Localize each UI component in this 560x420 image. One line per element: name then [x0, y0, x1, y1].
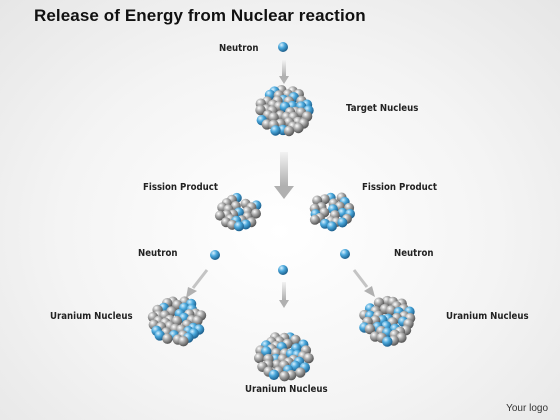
uranium-nucleus-bottom: [254, 332, 314, 382]
neutron-particle-center: [278, 265, 288, 275]
neutron-ball: [295, 367, 306, 378]
neutron-particle-top: [278, 42, 288, 52]
neutron-ball: [255, 104, 266, 116]
neutron-ball: [309, 214, 320, 225]
neutron-ball: [268, 112, 279, 123]
arrow-neutron-left-to-uranium: [186, 269, 209, 298]
neutron-ball: [319, 194, 330, 205]
neutron-ball: [290, 334, 301, 346]
diagram-title: Release of Energy from Nuclear reaction: [34, 6, 366, 25]
neutron-ball: [214, 210, 225, 221]
neutron-ball: [178, 336, 189, 347]
arrow-neutron-right-to-uranium: [352, 269, 375, 297]
proton-ball: [337, 217, 348, 228]
proton-ball: [382, 336, 393, 347]
arrow-neutron-center-to-uranium: [279, 282, 289, 308]
neutron-particle-left: [210, 250, 220, 260]
label-uranium-nucleus-bottom: Uranium Nucleus: [245, 384, 328, 395]
proton-ball: [326, 221, 337, 232]
label-uranium-nucleus-right: Uranium Nucleus: [446, 311, 529, 322]
proton-ball: [234, 221, 244, 232]
neutron-ball: [254, 352, 265, 364]
neutron-ball: [283, 125, 295, 137]
arrow-neutron-to-target: [279, 60, 289, 84]
proton-ball: [268, 369, 280, 380]
neutron-ball: [293, 122, 304, 134]
neutron-ball: [303, 353, 314, 364]
fission-product-right: [309, 192, 355, 232]
label-target-nucleus: Target Nucleus: [346, 103, 419, 114]
proton-ball: [270, 125, 281, 136]
fission-product-left: [214, 192, 262, 232]
neutron-ball: [162, 333, 173, 344]
neutron-particle-right: [340, 249, 350, 259]
label-neutron-right: Neutron: [394, 248, 434, 259]
neutron-ball: [364, 323, 376, 335]
uranium-nucleus-left: [147, 296, 207, 347]
label-neutron-left: Neutron: [138, 248, 178, 259]
target-nucleus: [255, 85, 314, 137]
neutron-ball: [251, 208, 261, 219]
neutron-ball: [279, 371, 290, 382]
label-neutron-top: Neutron: [219, 43, 259, 54]
logo-text: Your logo: [506, 403, 548, 414]
uranium-nucleus-right: [359, 295, 416, 347]
label-uranium-nucleus-left: Uranium Nucleus: [50, 311, 133, 322]
label-fission-product-right: Fission Product: [362, 182, 437, 193]
label-fission-product-left: Fission Product: [143, 182, 218, 193]
arrow-target-to-fission: [274, 152, 294, 199]
